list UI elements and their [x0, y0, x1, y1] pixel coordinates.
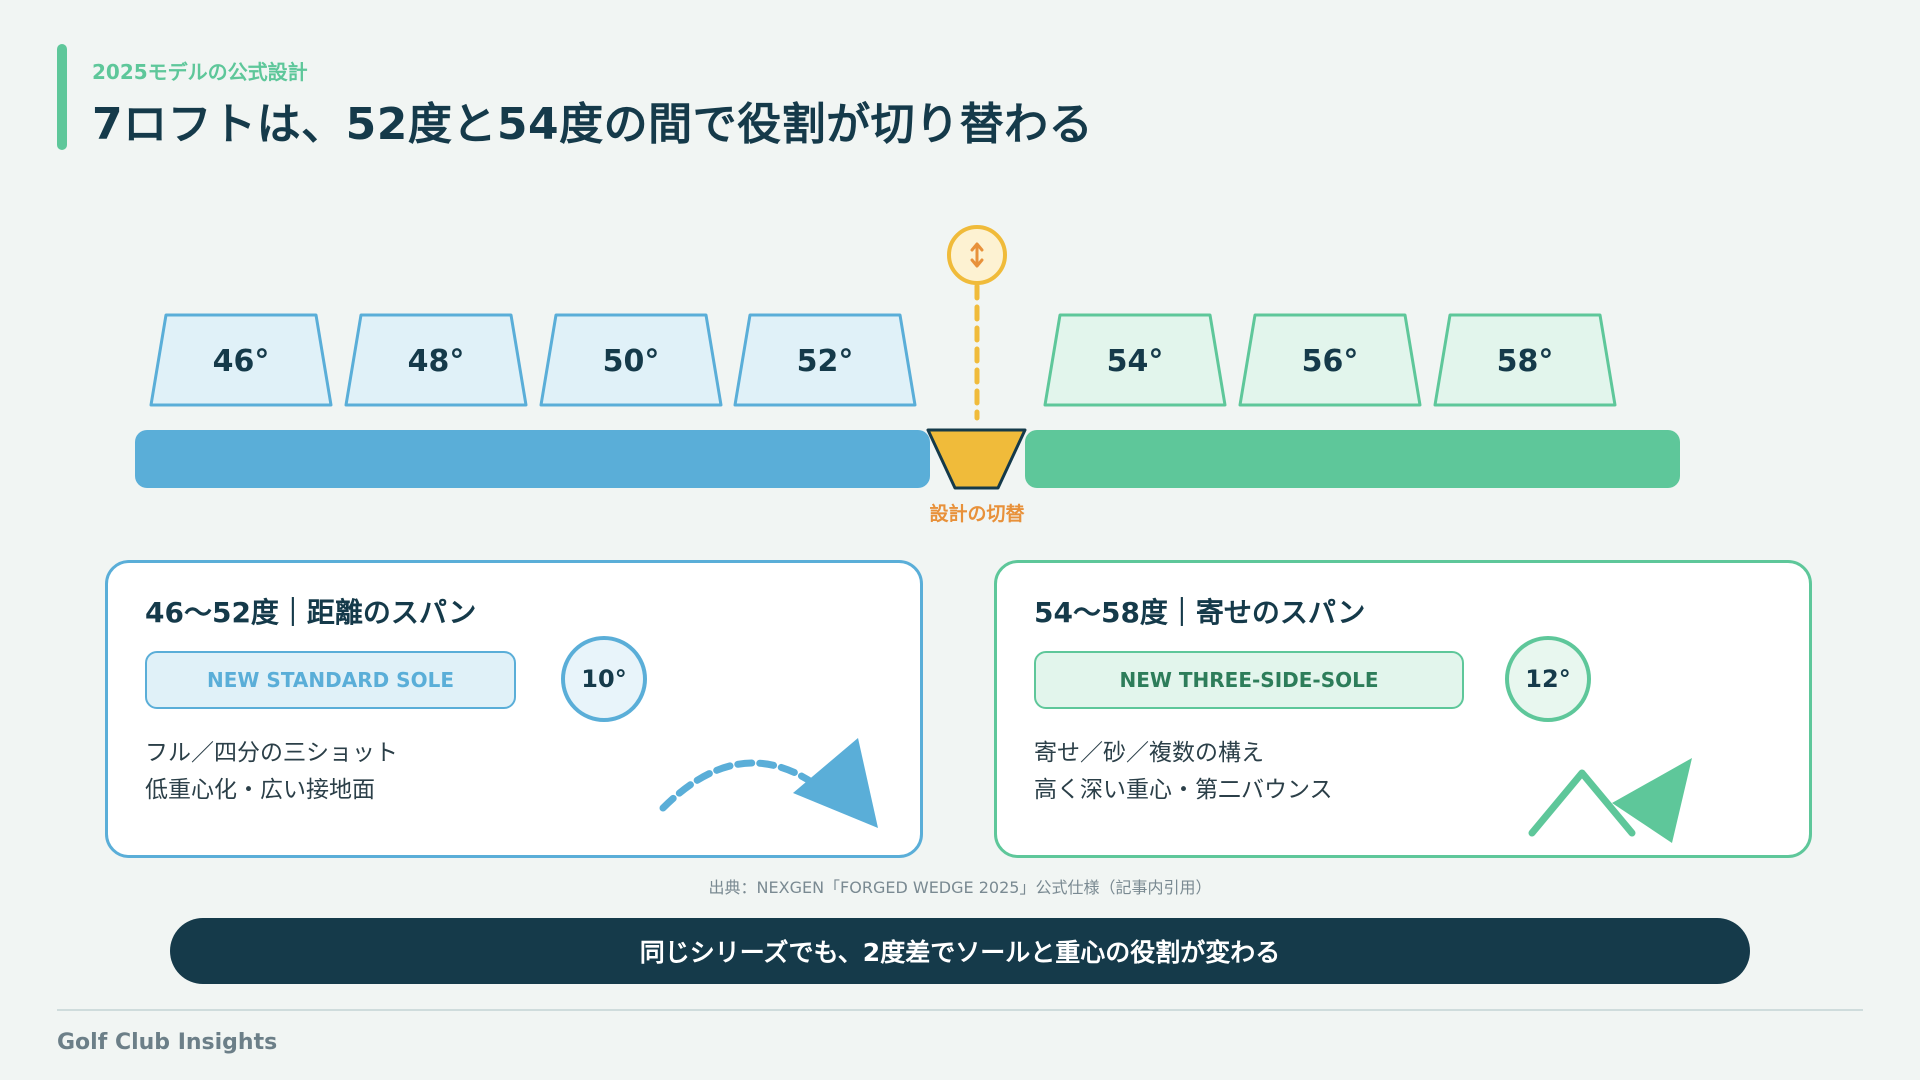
page-title: 7ロフトは、52度と54度の間で役割が切り替わる — [92, 99, 1094, 150]
loft-chip — [539, 313, 723, 407]
loft-chip-label: 48° — [408, 344, 465, 379]
approach-span-bar — [1025, 430, 1680, 488]
summary-banner: 同じシリーズでも、2度差でソールと重心の役割が変わる — [170, 918, 1750, 984]
approach-card-title: 54〜58度｜寄せのスパン — [1034, 596, 1366, 629]
distance-bounce-badge: 10° — [561, 636, 647, 722]
loft-chip — [1433, 313, 1617, 407]
switch-wedge-marker — [926, 428, 1027, 490]
approach-sole-badge: NEW THREE-SIDE-SOLE — [1034, 651, 1464, 709]
loft-chip-label: 58° — [1497, 344, 1554, 379]
distance-desc-line-1: フル／四分の三ショット — [145, 740, 398, 766]
switch-label: 設計の切替 — [929, 502, 1025, 525]
header-kicker: 2025モデルの公式設計 — [92, 60, 308, 84]
arc-arrow-icon — [659, 738, 878, 828]
header-accent-bar — [57, 44, 67, 150]
loft-chip-label: 50° — [603, 344, 660, 379]
loft-chip-label: 54° — [1107, 344, 1164, 379]
zigzag-arrow-icon — [1528, 758, 1692, 843]
up-down-arrow-icon — [970, 242, 984, 268]
loft-chip — [344, 313, 528, 407]
distance-card-title: 46〜52度｜距離のスパン — [145, 596, 477, 629]
source-note: 出典：NEXGEN「FORGED WEDGE 2025」公式仕様（記事内引用） — [708, 878, 1212, 897]
loft-chip-label: 46° — [213, 344, 270, 379]
loft-chip — [1238, 313, 1422, 407]
distance-span-bar — [135, 430, 930, 488]
loft-chip-label: 56° — [1302, 344, 1359, 379]
distance-desc-line-2: 低重心化・広い接地面 — [145, 777, 375, 803]
footer-brand: Golf Club Insights — [57, 1030, 278, 1055]
approach-bounce-badge: 12° — [1505, 636, 1591, 722]
approach-desc-line-2: 高く深い重心・第二バウンス — [1034, 777, 1333, 803]
footer-divider — [57, 1009, 1863, 1011]
loft-chip — [733, 313, 917, 407]
distance-sole-badge: NEW STANDARD SOLE — [145, 651, 516, 709]
approach-span-card: 54〜58度｜寄せのスパン NEW THREE-SIDE-SOLE 12° 寄せ… — [994, 560, 1812, 858]
loft-chip — [149, 313, 333, 407]
distance-span-card: 46〜52度｜距離のスパン NEW STANDARD SOLE 10° フル／四… — [105, 560, 923, 858]
approach-desc-line-1: 寄せ／砂／複数の構え — [1034, 740, 1264, 766]
loft-chip — [1043, 313, 1227, 407]
loft-switch-diagram: 46° 48° 50° 52° 54° 56° 58° 設計の切替 — [135, 225, 1680, 525]
loft-chip-label: 52° — [797, 344, 854, 379]
